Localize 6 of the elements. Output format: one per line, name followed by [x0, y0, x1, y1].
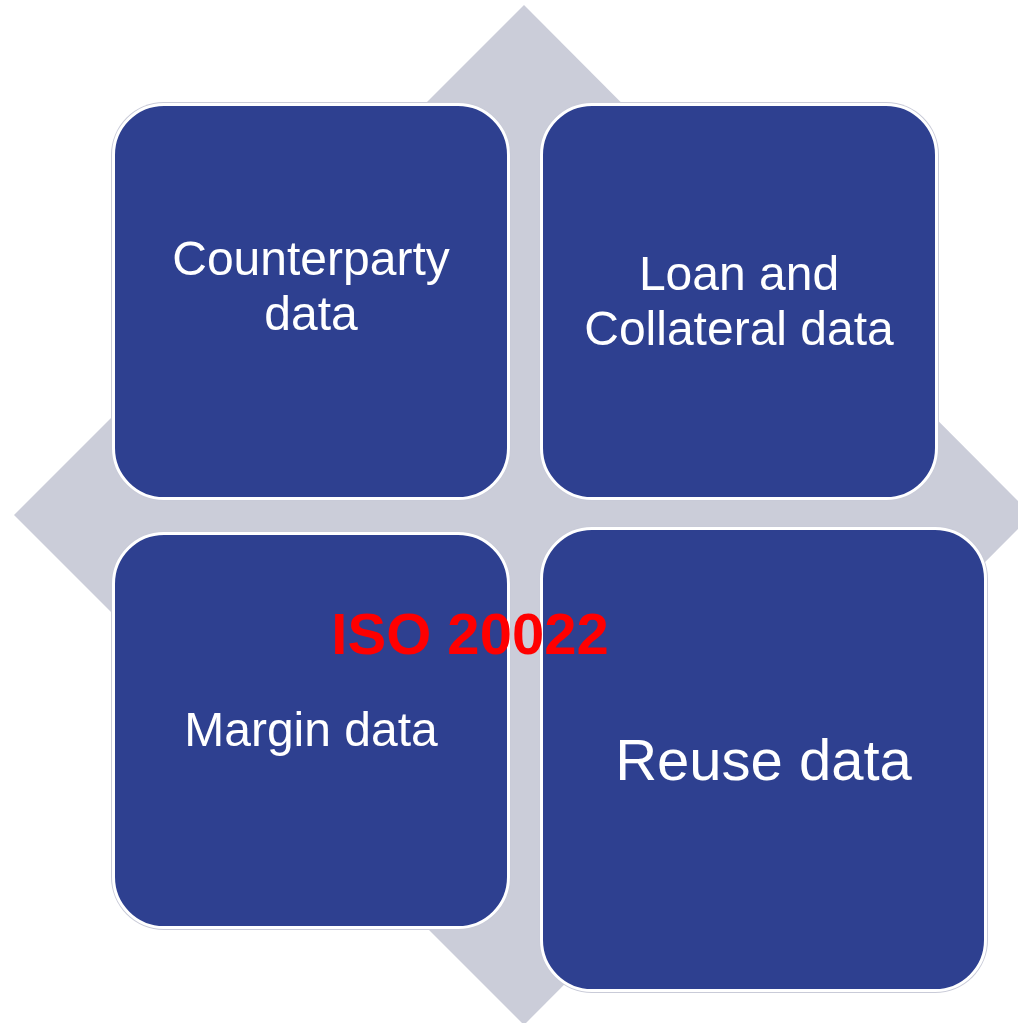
- box-label: Margin data: [184, 703, 438, 758]
- rounded-box: [112, 103, 510, 500]
- box-label: Counterparty data: [171, 232, 451, 341]
- box-label: Reuse data: [615, 726, 912, 793]
- rounded-box: [540, 103, 938, 500]
- box-label: Loan and Collateral data: [583, 247, 895, 356]
